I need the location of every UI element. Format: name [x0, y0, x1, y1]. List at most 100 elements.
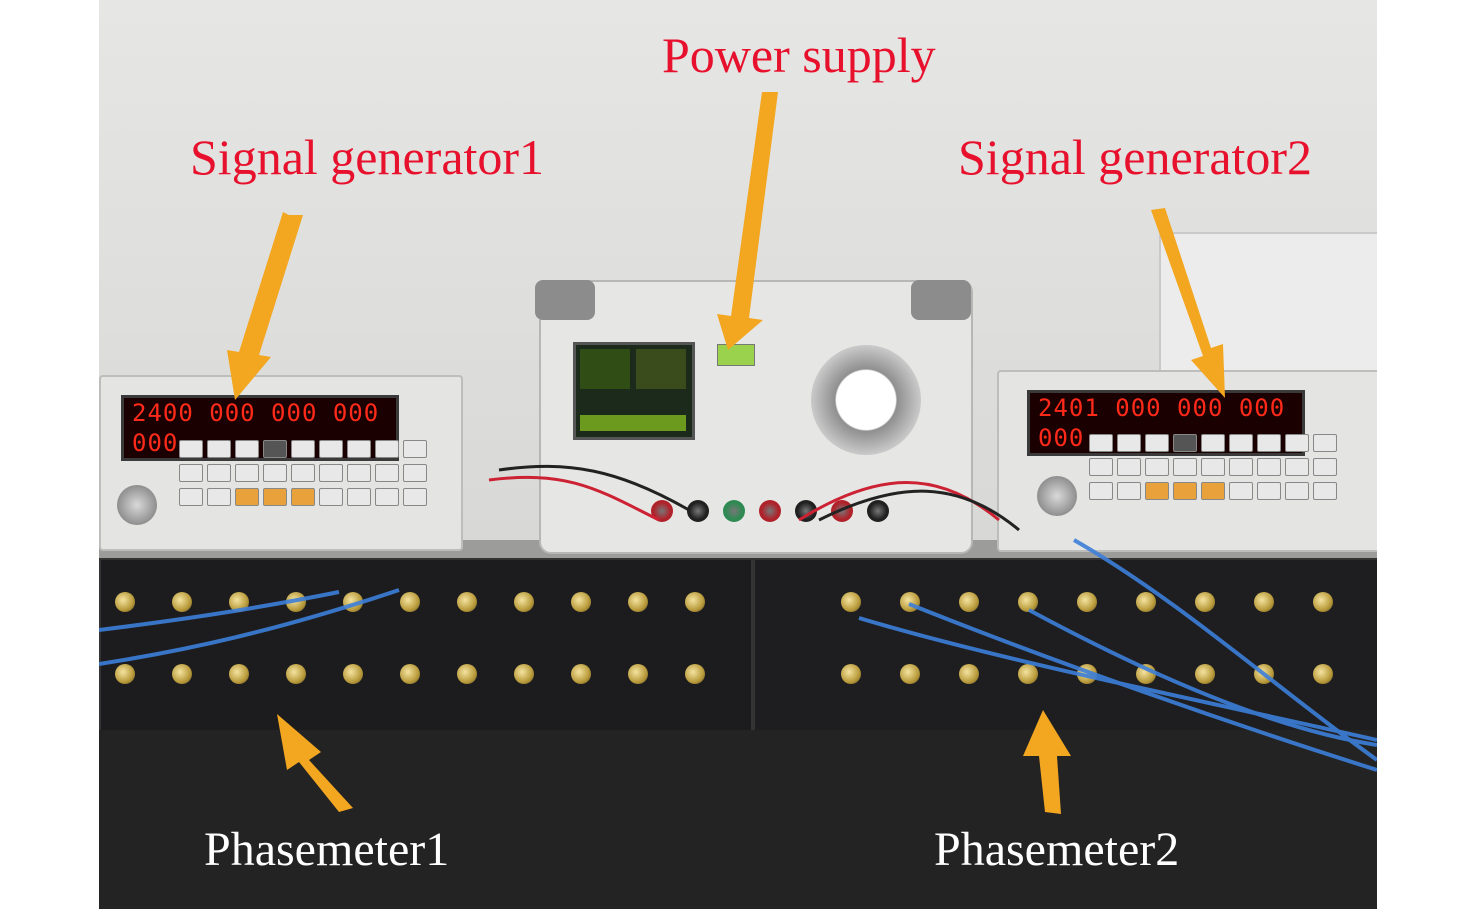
power-supply-label: Power supply [662, 27, 936, 83]
instrument-key [1257, 434, 1281, 452]
instrument-key [179, 464, 203, 482]
instrument-key [319, 464, 343, 482]
instrument-key [235, 488, 259, 506]
instrument-key [263, 488, 287, 506]
instrument-key [263, 440, 287, 458]
sma-port [841, 592, 861, 612]
instrument-key [403, 488, 427, 506]
sma-port [1195, 592, 1215, 612]
overlay-graphics [99, 92, 1377, 814]
arrow-icon [277, 714, 353, 812]
instrument-key [1145, 458, 1169, 476]
instrument-key [1313, 458, 1337, 476]
power-lead-black [818, 489, 1020, 532]
instrument-key [179, 440, 203, 458]
instrument-key [375, 488, 399, 506]
sma-port [1195, 664, 1215, 684]
instrument-key [1229, 482, 1253, 500]
instrument-key [1201, 482, 1225, 500]
sma-port [685, 664, 705, 684]
instrument-key [1229, 434, 1253, 452]
instrument-key [1145, 434, 1169, 452]
cable [99, 590, 340, 632]
instrument-key [1285, 434, 1309, 452]
instrument-key [319, 488, 343, 506]
binding-post [759, 500, 781, 522]
sma-port [229, 592, 249, 612]
instrument-key [1089, 458, 1113, 476]
signal-generator-1-label: Signal generator1 [190, 129, 545, 185]
instrument-key [1089, 482, 1113, 500]
binding-post [651, 500, 673, 522]
binding-post [723, 500, 745, 522]
instrument-key [1285, 482, 1309, 500]
sma-port [1018, 592, 1038, 612]
sma-port [286, 664, 306, 684]
sma-port [1018, 664, 1038, 684]
sma-port [514, 592, 534, 612]
sma-port [1313, 664, 1333, 684]
power-supply-green-key [717, 344, 755, 366]
instrument-key [319, 440, 343, 458]
sma-port [400, 592, 420, 612]
cable [99, 588, 400, 666]
instrument-key [1117, 458, 1141, 476]
instrument-key [347, 488, 371, 506]
instrument-key [375, 464, 399, 482]
cable [858, 616, 1377, 742]
sma-port [628, 664, 648, 684]
phasemeter-2-label: Phasemeter2 [934, 823, 1180, 876]
sma-port [1313, 592, 1333, 612]
instrument-key [179, 488, 203, 506]
cable [1073, 538, 1377, 762]
sma-port [514, 664, 534, 684]
signal-generator-1-display: 2400 000 000 000 000 [121, 395, 399, 461]
instrument-key [1145, 482, 1169, 500]
lab-photo: 2400 000 000 000 000 2401 000 000 000 00… [99, 0, 1377, 909]
instrument-key [1257, 458, 1281, 476]
sma-port [900, 664, 920, 684]
instrument-key [291, 464, 315, 482]
sma-port [1254, 592, 1274, 612]
signal-generator-1-output-connector [117, 485, 157, 525]
instrument-key [235, 464, 259, 482]
sma-port [959, 592, 979, 612]
instrument-key [347, 440, 371, 458]
sma-port [685, 592, 705, 612]
sma-port [959, 664, 979, 684]
sma-port [457, 592, 477, 612]
instrument-key [207, 440, 231, 458]
instrument-key [1201, 458, 1225, 476]
sma-port [172, 664, 192, 684]
signal-generator-2-label: Signal generator2 [958, 129, 1313, 185]
phasemeter-2-chassis [753, 558, 1377, 732]
sma-port [571, 592, 591, 612]
arrow-icon [227, 212, 303, 400]
instrument-key [1285, 458, 1309, 476]
cable [908, 602, 1377, 772]
sma-port [457, 664, 477, 684]
arrow-icon [1151, 208, 1225, 398]
power-lead-black [498, 464, 690, 512]
power-supply-screen [573, 342, 695, 440]
instrument-key [235, 440, 259, 458]
instrument-key [1201, 434, 1225, 452]
instrument-key [1089, 434, 1113, 452]
instrument-key [207, 464, 231, 482]
sma-port [115, 592, 135, 612]
sma-port [229, 664, 249, 684]
sma-port [571, 664, 591, 684]
instrument-key [1229, 458, 1253, 476]
signal-generator-1-keypad [179, 440, 439, 520]
instrument-key [1173, 434, 1197, 452]
instrument-key [291, 488, 315, 506]
instrument-key [1257, 482, 1281, 500]
sma-port [1136, 592, 1156, 612]
sma-port [1077, 592, 1097, 612]
instrument-key [1117, 482, 1141, 500]
cable [1028, 608, 1377, 747]
instrument-key [1173, 482, 1197, 500]
instrument-key [263, 464, 287, 482]
sma-port [400, 664, 420, 684]
signal-generator-2-output-connector [1037, 476, 1077, 516]
